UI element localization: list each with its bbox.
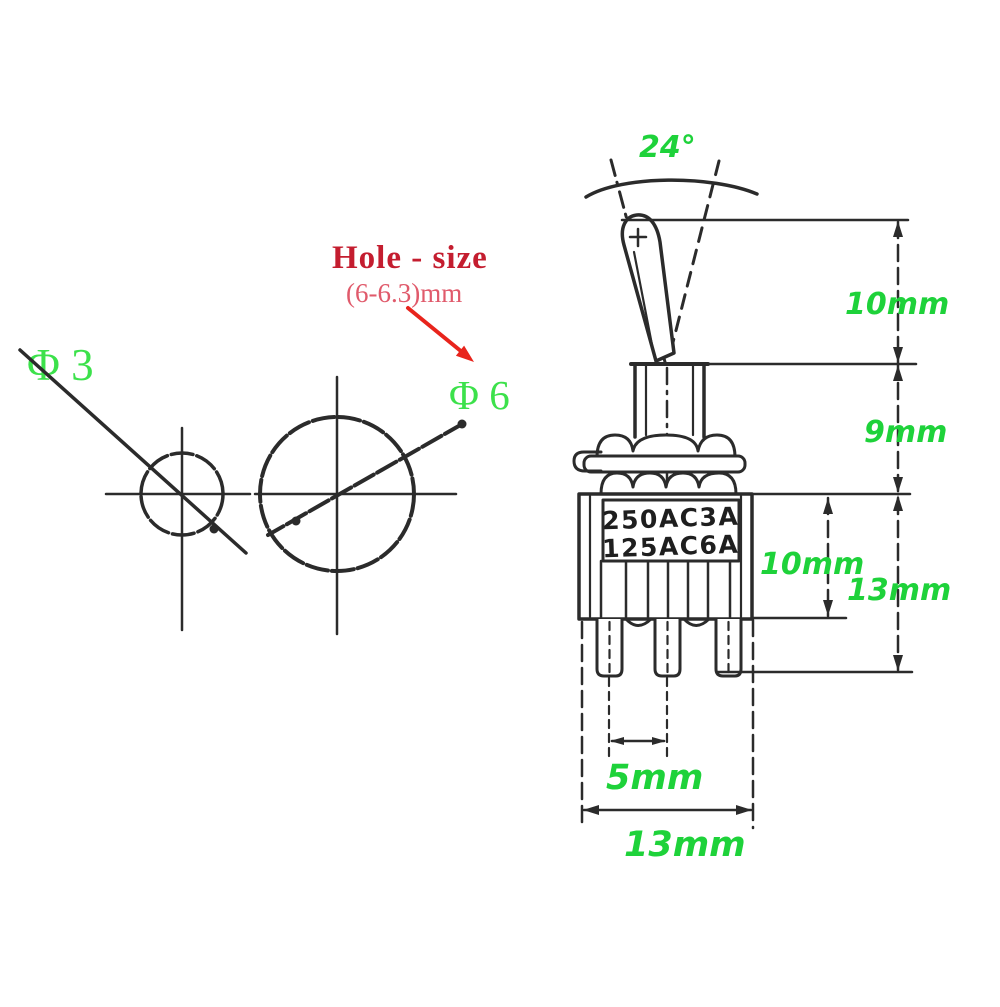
body-bottom-arch-1 [624, 617, 653, 627]
dim-arrow-width-right [736, 805, 752, 815]
body-partition-lines [599, 559, 732, 619]
dim-label-bushing-height: 9mm [864, 415, 947, 450]
dim-arrow-pitch-left [610, 737, 624, 745]
terminal-pin-2 [653, 617, 682, 678]
toggle-lever [620, 213, 676, 363]
dim-arrow-body-bottom [823, 600, 833, 616]
throw-angle-arc [584, 178, 759, 199]
mounting-nut [599, 471, 738, 496]
alternate-position-centerline [667, 159, 721, 360]
dim-arrow-width-left [583, 805, 599, 815]
phi6-label: Φ 6 [449, 372, 510, 418]
dim-label-lever-length: 10mm [845, 287, 949, 322]
dimension-annotations: 10mm 9mm 10mm 13mm 5mm 13mm [580, 218, 951, 865]
body-bottom-arch-2 [682, 617, 711, 627]
dim-label-total-height: 13mm [847, 573, 951, 608]
phi3-leader-dot [209, 524, 219, 534]
rating-text-line2: 125AC6A [602, 530, 740, 564]
toggle-lever-inner-line [632, 250, 655, 352]
dim-arrow-down-672 [893, 655, 903, 671]
dim-arrow-body-top [823, 498, 833, 514]
hole-size-title: Hole - size [332, 240, 488, 276]
switch-side-view: 24° 250AC3A 125AC6A [572, 130, 759, 678]
dim-arrow-down-494 [893, 477, 903, 493]
hole-front-view: Φ 3 Φ 6 [18, 340, 510, 636]
phi6-leader-line [266, 421, 466, 537]
phi6-leader-dot-top [457, 419, 467, 429]
terminal-pin-3 [714, 617, 743, 678]
lock-washer-hook-tab [572, 450, 603, 473]
dim-arrow-down-364 [893, 347, 903, 363]
dim-arrow-pitch-right [652, 737, 666, 745]
hex-nut [595, 433, 737, 459]
dim-label-pin-pitch: 5mm [606, 758, 703, 798]
hole-size-arrow-head [455, 345, 474, 362]
dim-label-body-height: 10mm [760, 547, 864, 582]
rating-label-box [601, 498, 741, 563]
throw-angle-label: 24° [639, 130, 696, 165]
terminal-pin-1 [595, 617, 624, 678]
phi3-leader-line [18, 348, 248, 555]
phi6-leader-dot-bottom [291, 516, 301, 526]
dim-label-body-width: 13mm [624, 825, 746, 865]
lock-washer [582, 454, 747, 474]
rating-text-line1: 250AC3A [602, 502, 740, 536]
hole-size-note: Hole - size (6-6.3)mm [332, 240, 488, 362]
hole-size-arrow-shaft [406, 306, 464, 354]
dim-arrow-up-494 [893, 495, 903, 511]
hole-size-range: (6-6.3)mm [346, 278, 462, 308]
dim-arrow-up-220 [893, 221, 903, 237]
dim-arrow-up-364 [893, 365, 903, 381]
